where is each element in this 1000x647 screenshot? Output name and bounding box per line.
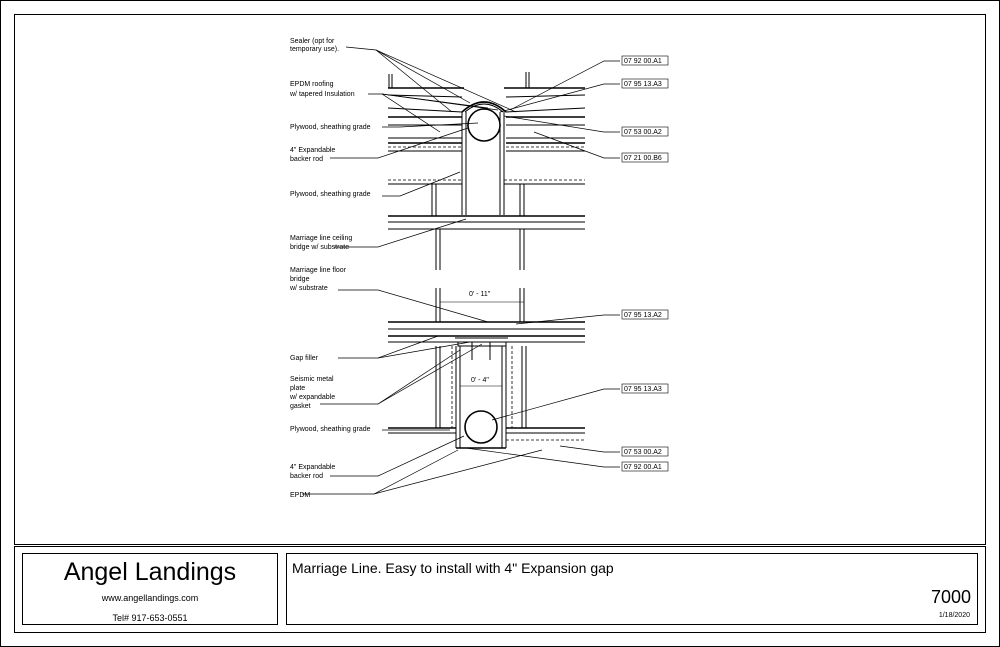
label-seismic-line1: Seismic metal — [290, 376, 334, 383]
label-sealer-line1: Sealer (opt for — [290, 38, 335, 45]
label-epdm-roofing-line1: EPDM roofing — [290, 81, 334, 88]
inner-border — [14, 14, 986, 545]
lower-section-detail: 0' - 11" 0' - 4" — [388, 288, 585, 449]
label-floor-bridge-line3: w/ substrate — [289, 285, 328, 292]
backer-rod-bottom — [464, 410, 498, 444]
tag-07-92-00-a1-bottom: 07 92 00.A1 — [624, 464, 662, 471]
label-seismic-line3: w/ expandable — [289, 394, 335, 401]
label-gap-filler: Gap filler — [290, 355, 319, 362]
tag-07-53-00-a2-top: 07 53 00.A2 — [624, 129, 662, 136]
label-seismic-line4: gasket — [290, 403, 311, 410]
label-floor-bridge-line2: bridge — [290, 276, 310, 283]
label-ceiling-bridge-line2: bridge w/ substrate — [290, 244, 349, 251]
label-backer-top-line2: backer rod — [290, 156, 323, 163]
label-floor-bridge-line1: Marriage line floor — [290, 267, 347, 274]
tag-07-95-13-a3-top: 07 95 13.A3 — [624, 81, 662, 88]
label-seismic-line2: plate — [290, 385, 305, 392]
label-epdm-bottom: EPDM — [290, 492, 310, 499]
tag-07-95-13-a2: 07 95 13.A2 — [624, 312, 662, 319]
company-box: Angel Landings www.angellandings.com Tel… — [22, 553, 278, 625]
label-backer-bottom-line2: backer rod — [290, 473, 323, 480]
sheet-date: 1/18/2020 — [938, 612, 970, 619]
drawing-description-box: Marriage Line. Easy to install with 4" E… — [286, 553, 978, 625]
spec-tags: 07 92 00.A1 07 95 13.A3 07 53 00.A2 07 2… — [621, 55, 669, 472]
dimension-gap-bottom: 0' - 4" — [471, 377, 489, 384]
drawing-title: Marriage Line. Easy to install with 4" E… — [292, 560, 614, 576]
tag-07-21-00-b6: 07 21 00.B6 — [624, 155, 662, 162]
label-backer-top-line1: 4" Expandable — [290, 147, 335, 154]
leader-lines — [302, 46, 620, 495]
label-plywood-mid: Plywood, sheathing grade — [290, 191, 371, 198]
component-labels: Sealer (opt for temporary use). EPDM roo… — [289, 38, 371, 499]
label-epdm-roofing-line2: w/ tapered Insulation — [289, 91, 355, 98]
company-website: www.angellandings.com — [101, 593, 199, 603]
dimension-gap-top: 0' - 11" — [469, 291, 491, 298]
tag-07-53-00-a2-bottom: 07 53 00.A2 — [624, 449, 662, 456]
label-plywood-bottom: Plywood, sheathing grade — [290, 426, 371, 433]
company-phone: Tel# 917-653-0551 — [112, 613, 188, 623]
title-block-border — [14, 546, 986, 633]
tag-07-95-13-a3-bottom: 07 95 13.A3 — [624, 386, 662, 393]
label-plywood-top: Plywood, sheathing grade — [290, 124, 371, 131]
label-ceiling-bridge-line1: Marriage line ceiling — [290, 235, 352, 242]
company-name: Angel Landings — [63, 558, 237, 586]
label-backer-bottom-line1: 4" Expandable — [290, 464, 335, 471]
label-sealer-line2: temporary use). — [290, 46, 339, 53]
upper-section-detail — [387, 72, 586, 270]
tag-07-92-00-a1-top: 07 92 00.A1 — [624, 58, 662, 65]
sheet-number: 7000 — [930, 587, 971, 607]
backer-rod-top — [467, 108, 501, 142]
